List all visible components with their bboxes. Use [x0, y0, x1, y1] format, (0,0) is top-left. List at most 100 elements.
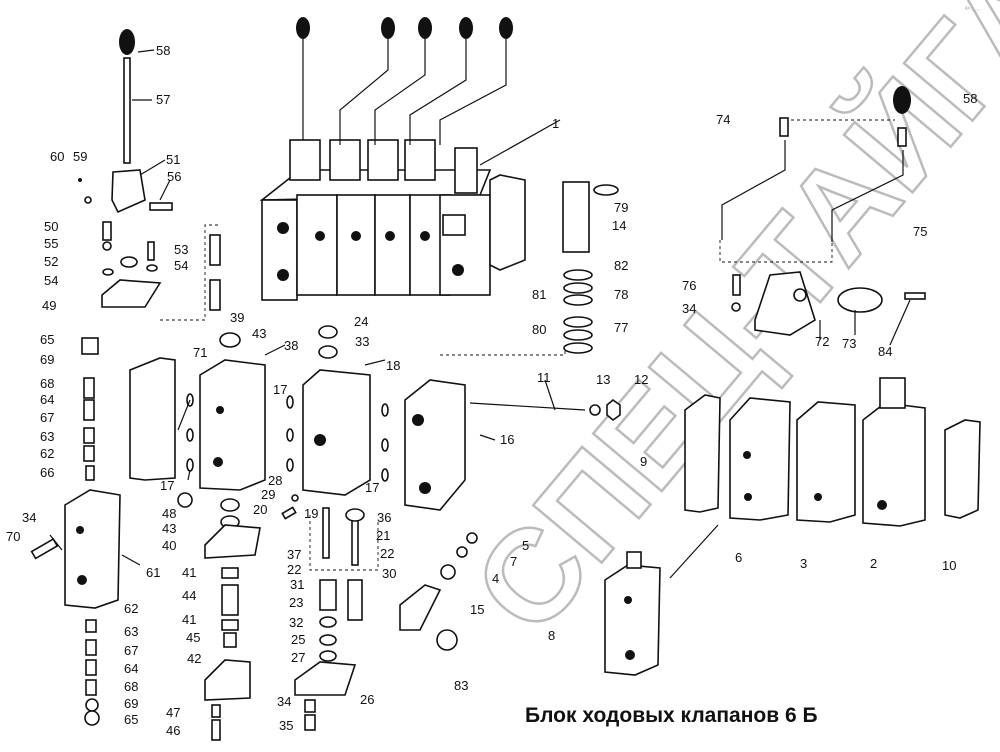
- label-61: 61: [146, 565, 160, 580]
- label-17b: 17: [273, 382, 287, 397]
- label-50: 50: [44, 219, 58, 234]
- label-79: 79: [614, 200, 628, 215]
- label-43b: 43: [162, 521, 176, 536]
- right-blocks: [604, 377, 981, 676]
- label-71: 71: [193, 345, 207, 360]
- label-77: 77: [614, 320, 628, 335]
- label-82: 82: [614, 258, 628, 273]
- label-5: 5: [522, 538, 529, 553]
- label-80: 80: [532, 322, 546, 337]
- label-33: 33: [355, 334, 369, 349]
- label-14: 14: [612, 218, 626, 233]
- label-11: 11: [537, 370, 551, 385]
- watermark: СПЕЦ-ТАЙГА: [445, 0, 1000, 659]
- label-70: 70: [6, 529, 20, 544]
- label-10: 10: [942, 558, 956, 573]
- label-69b: 69: [124, 696, 138, 711]
- label-58b: 58: [963, 91, 977, 106]
- label-68a: 68: [40, 376, 54, 391]
- label-40: 40: [162, 538, 176, 553]
- label-35: 35: [279, 718, 293, 733]
- label-81: 81: [532, 287, 546, 302]
- label-12: 12: [634, 372, 648, 387]
- label-1: 1: [552, 116, 559, 131]
- label-57: 57: [156, 92, 170, 107]
- label-58a: 58: [156, 43, 170, 58]
- label-56: 56: [167, 169, 181, 184]
- right-lever-parts: [721, 86, 926, 336]
- label-60: 60: [50, 149, 64, 164]
- label-28: 28: [268, 473, 282, 488]
- label-9: 9: [640, 454, 647, 469]
- middle-parts: [204, 325, 365, 741]
- valve-sections: [129, 357, 621, 511]
- label-52: 52: [44, 254, 58, 269]
- label-20: 20: [253, 502, 267, 517]
- label-7: 7: [510, 554, 517, 569]
- label-13: 13: [596, 372, 610, 387]
- leader-lines: [49, 299, 911, 566]
- label-3: 3: [800, 556, 807, 571]
- label-54b: 54: [174, 258, 188, 273]
- label-65b: 65: [124, 712, 138, 727]
- label-17a: 17: [160, 478, 174, 493]
- label-67b: 67: [124, 643, 138, 658]
- label-64a: 64: [40, 392, 54, 407]
- label-6: 6: [735, 550, 742, 565]
- label-48: 48: [162, 506, 176, 521]
- label-63a: 63: [40, 429, 54, 444]
- label-78: 78: [614, 287, 628, 302]
- label-34b: 34: [682, 301, 696, 316]
- label-38: 38: [284, 338, 298, 353]
- pin-39: [209, 234, 221, 266]
- label-25: 25: [291, 632, 305, 647]
- label-4: 4: [492, 571, 499, 586]
- label-8: 8: [548, 628, 555, 643]
- label-2: 2: [870, 556, 877, 571]
- label-69a: 69: [40, 352, 54, 367]
- label-34a: 34: [22, 510, 36, 525]
- label-19: 19: [304, 506, 318, 521]
- label-44: 44: [182, 588, 196, 603]
- label-45: 45: [186, 630, 200, 645]
- label-16: 16: [500, 432, 514, 447]
- label-53: 53: [174, 242, 188, 257]
- label-17c: 17: [365, 480, 379, 495]
- label-31: 31: [290, 577, 304, 592]
- label-24: 24: [354, 314, 368, 329]
- label-74: 74: [716, 112, 730, 127]
- label-32: 32: [289, 615, 303, 630]
- label-51: 51: [166, 152, 180, 167]
- label-41a: 41: [182, 565, 196, 580]
- label-37: 37: [287, 547, 301, 562]
- label-34c: 34: [277, 694, 291, 709]
- label-62b: 62: [40, 446, 54, 461]
- label-62a: 62: [124, 601, 138, 616]
- corner-mark: ª°·····: [965, 6, 982, 14]
- relief-valve-parts: [399, 181, 619, 651]
- label-49: 49: [42, 298, 56, 313]
- label-59: 59: [73, 149, 87, 164]
- label-46: 46: [166, 723, 180, 738]
- label-72: 72: [815, 334, 829, 349]
- label-18: 18: [386, 358, 400, 373]
- label-76: 76: [682, 278, 696, 293]
- label-22b: 22: [380, 546, 394, 561]
- label-75: 75: [913, 224, 927, 239]
- label-65a: 65: [40, 332, 54, 347]
- label-22a: 22: [287, 562, 301, 577]
- diagram-caption: Блок ходовых клапанов 6 Б: [525, 704, 818, 727]
- label-73: 73: [842, 336, 856, 351]
- label-36: 36: [377, 510, 391, 525]
- label-68b: 68: [124, 679, 138, 694]
- main-valve-block: [259, 17, 561, 301]
- label-54a: 54: [44, 273, 58, 288]
- label-83: 83: [454, 678, 468, 693]
- label-26: 26: [360, 692, 374, 707]
- label-30: 30: [382, 566, 396, 581]
- label-42: 42: [187, 651, 201, 666]
- label-47: 47: [166, 705, 180, 720]
- label-41b: 41: [182, 612, 196, 627]
- label-67a: 67: [40, 410, 54, 425]
